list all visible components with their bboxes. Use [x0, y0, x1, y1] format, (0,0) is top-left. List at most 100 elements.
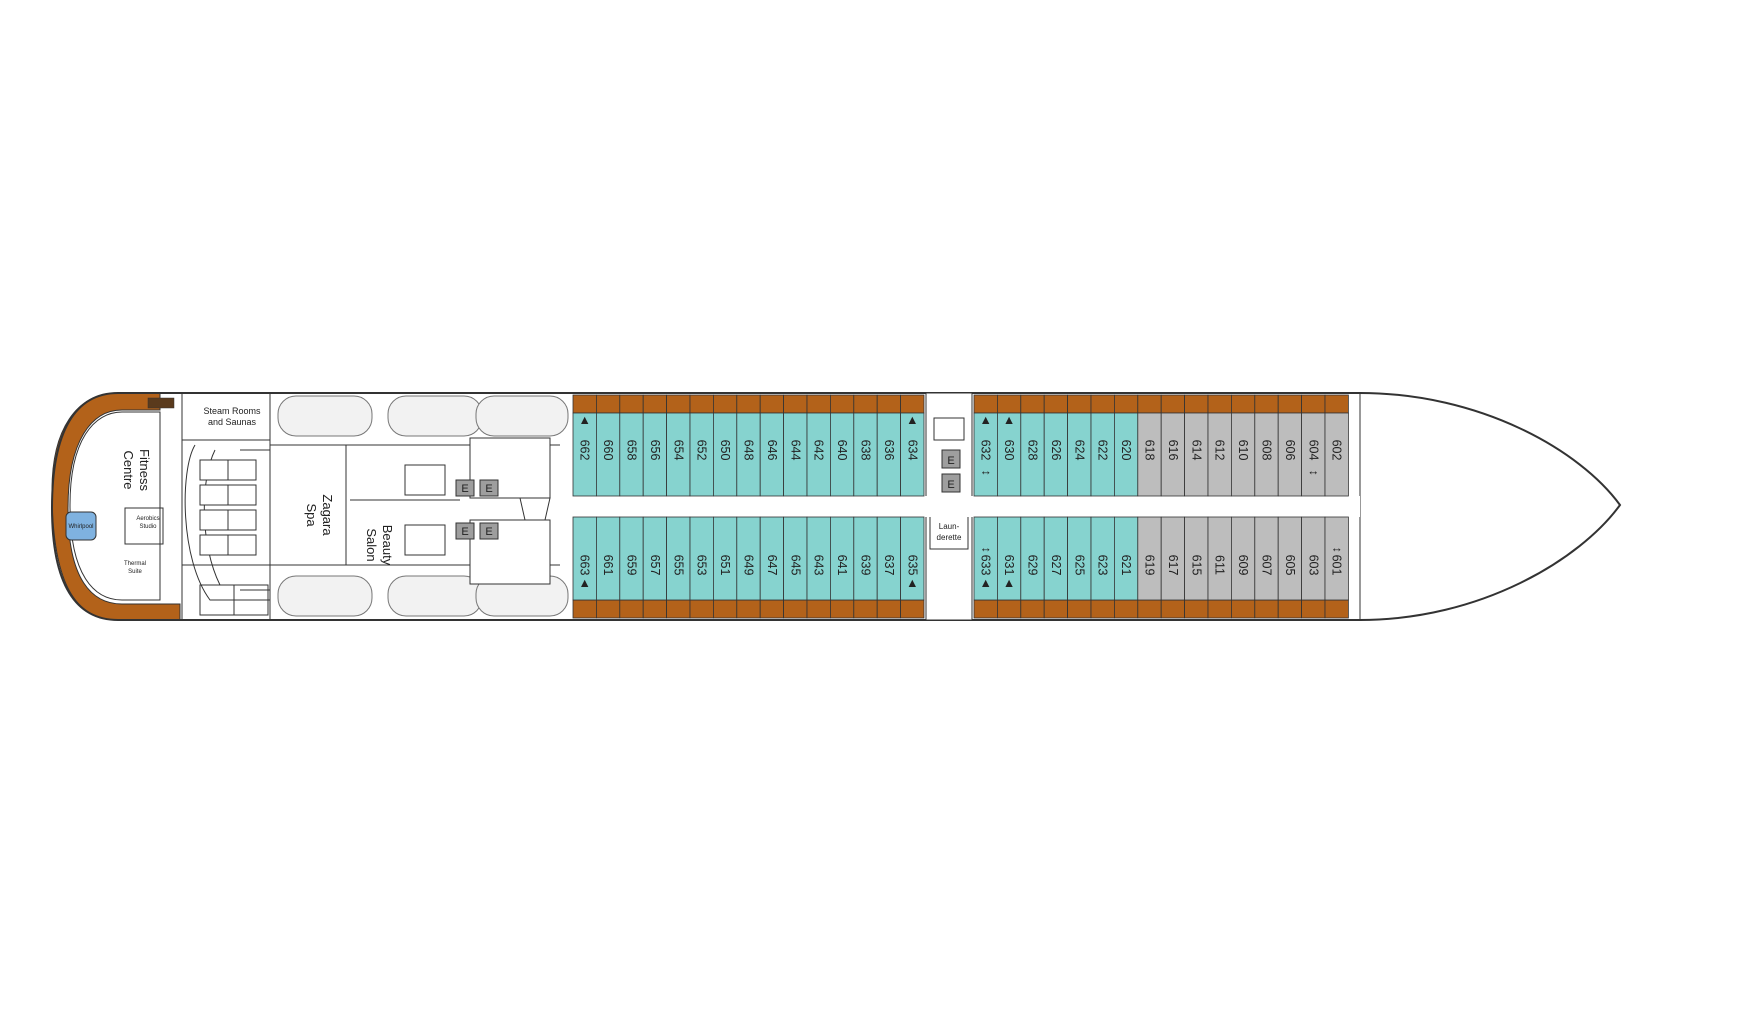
cabin-number: 621	[1119, 555, 1133, 576]
cabin-number: 661	[601, 555, 615, 576]
cabin-602[interactable]: 602	[1324, 394, 1349, 497]
cabin-631[interactable]: 631▲	[997, 516, 1022, 619]
cabin-605[interactable]: 605	[1277, 516, 1302, 619]
cabin-603[interactable]: 603	[1301, 516, 1326, 619]
cabin-607[interactable]: 607	[1254, 516, 1279, 619]
cabin-662[interactable]: 662▲	[572, 394, 597, 497]
cabin-627[interactable]: 627	[1043, 516, 1068, 619]
cabin-651[interactable]: 651	[713, 516, 738, 619]
balcony	[666, 599, 691, 619]
accessible-marker: ▲	[579, 413, 591, 427]
cabin-660[interactable]: 660	[596, 394, 621, 497]
cabin-656[interactable]: 656	[642, 394, 668, 497]
elevator	[479, 522, 499, 540]
cabin-number: 660	[601, 440, 615, 461]
cabin-604[interactable]: 604↔	[1301, 394, 1326, 497]
cabin-number: 609	[1236, 555, 1250, 576]
elevator	[455, 479, 475, 497]
accessible-marker: ▲	[906, 413, 918, 427]
cabin-number: 656	[648, 440, 662, 461]
cabin-654[interactable]: 654	[666, 394, 691, 497]
launderette-label: Laun-	[939, 522, 960, 531]
cabin-637[interactable]: 637	[876, 516, 902, 619]
cabin-612[interactable]: 612	[1207, 394, 1232, 497]
cabin-number: 643	[812, 555, 826, 576]
cabin-633[interactable]: 633▲↔	[973, 516, 998, 619]
cabin-610[interactable]: 610	[1231, 394, 1256, 497]
balcony	[1207, 394, 1232, 414]
svg-text:E: E	[947, 455, 954, 467]
cabin-653[interactable]: 653	[689, 516, 714, 619]
cabin-628[interactable]: 628	[1020, 394, 1045, 497]
cabin-620[interactable]: 620	[1114, 394, 1139, 497]
cabin-room	[900, 516, 925, 601]
cabin-number: 645	[788, 555, 802, 576]
balcony	[876, 394, 902, 414]
accessible-marker: ▲	[906, 576, 918, 590]
cabin-number: 636	[882, 440, 896, 461]
cabin-number: 650	[718, 440, 732, 461]
cabin-632[interactable]: 632▲↔	[973, 394, 998, 497]
cabin-614[interactable]: 614	[1184, 394, 1209, 497]
cabin-649[interactable]: 649	[736, 516, 761, 619]
cabin-room	[1324, 516, 1349, 601]
cabin-619[interactable]: 619	[1137, 516, 1162, 619]
whirlpool	[65, 511, 97, 541]
cabin-629[interactable]: 629	[1020, 516, 1045, 619]
cabin-630[interactable]: 630▲	[997, 394, 1022, 497]
cabin-645[interactable]: 645	[783, 516, 808, 619]
cabin-617[interactable]: 617	[1160, 516, 1185, 619]
balcony	[973, 599, 998, 619]
balcony	[642, 599, 668, 619]
cabin-625[interactable]: 625	[1067, 516, 1092, 619]
beauty-salon-label: Beauty	[380, 525, 395, 566]
cabin-661[interactable]: 661	[596, 516, 621, 619]
cabin-606[interactable]: 606	[1277, 394, 1302, 497]
cabin-608[interactable]: 608	[1254, 394, 1279, 497]
aerobics-studio-panels	[199, 459, 257, 556]
cabin-652[interactable]: 652	[689, 394, 714, 497]
cabin-611[interactable]: 611	[1207, 516, 1232, 619]
cabin-601[interactable]: 601↔	[1324, 516, 1349, 619]
cabin-615[interactable]: 615	[1184, 516, 1209, 619]
cabin-644[interactable]: 644	[783, 394, 808, 497]
cabin-657[interactable]: 657	[642, 516, 668, 619]
balcony	[1301, 599, 1326, 619]
balcony	[1020, 599, 1045, 619]
cabin-623[interactable]: 623	[1090, 516, 1115, 619]
cabin-643[interactable]: 643	[806, 516, 831, 619]
cabin-number: 604	[1306, 440, 1320, 461]
cabin-636[interactable]: 636	[876, 394, 902, 497]
cabin-638[interactable]: 638	[853, 394, 878, 497]
cabin-number: 623	[1096, 555, 1110, 576]
cabin-621[interactable]: 621	[1114, 516, 1139, 619]
balcony	[1277, 599, 1302, 619]
cabin-646[interactable]: 646	[759, 394, 785, 497]
cabin-626[interactable]: 626	[1043, 394, 1068, 497]
cabin-609[interactable]: 609	[1231, 516, 1256, 619]
cabin-634[interactable]: 634 ▲	[900, 394, 925, 497]
cabin-622[interactable]: 622	[1090, 394, 1115, 497]
lifeboat	[277, 395, 373, 437]
balcony	[666, 394, 691, 414]
cabin-618[interactable]: 618	[1137, 394, 1162, 497]
cabin-639[interactable]: 639	[853, 516, 878, 619]
cabin-659[interactable]: 659	[619, 516, 644, 619]
cabin-650[interactable]: 650	[713, 394, 738, 497]
cabin-663[interactable]: 663▲	[572, 516, 597, 619]
cabin-641[interactable]: 641	[830, 516, 855, 619]
cabin-655[interactable]: 655	[666, 516, 691, 619]
cabin-640[interactable]: 640	[830, 394, 855, 497]
cabin-616[interactable]: 616	[1160, 394, 1185, 497]
aft-elevators: E E E E	[455, 479, 499, 540]
balcony	[759, 394, 785, 414]
balcony	[1231, 394, 1256, 414]
cabin-658[interactable]: 658	[619, 394, 644, 497]
cabin-635[interactable]: 635▲	[900, 516, 925, 619]
cabin-642[interactable]: 642	[806, 394, 831, 497]
cabin-number: 634	[905, 440, 919, 461]
cabin-647[interactable]: 647	[759, 516, 785, 619]
cabin-number: 622	[1096, 440, 1110, 461]
cabin-648[interactable]: 648	[736, 394, 761, 497]
cabin-624[interactable]: 624	[1067, 394, 1092, 497]
